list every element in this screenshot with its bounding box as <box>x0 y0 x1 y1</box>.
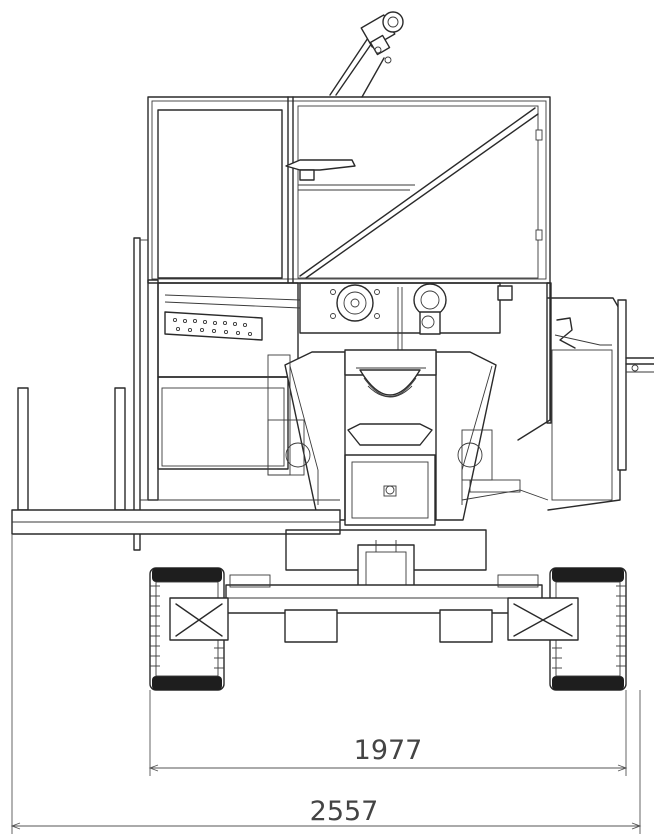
left-track <box>149 567 229 691</box>
dimension-label-1977: 1977 <box>354 735 423 766</box>
left-track-links <box>150 585 224 669</box>
right-track-links <box>552 585 626 669</box>
dimension-track-gauge: 1977 <box>148 690 628 776</box>
machine-body <box>11 279 654 606</box>
tray-holes <box>172 317 253 337</box>
dimension-overall-width: 2557 <box>10 534 642 834</box>
right-track <box>507 567 627 691</box>
dimension-label-2557: 2557 <box>310 796 379 827</box>
undercarriage-axle <box>225 574 543 643</box>
crane-hook-assembly <box>329 11 404 98</box>
